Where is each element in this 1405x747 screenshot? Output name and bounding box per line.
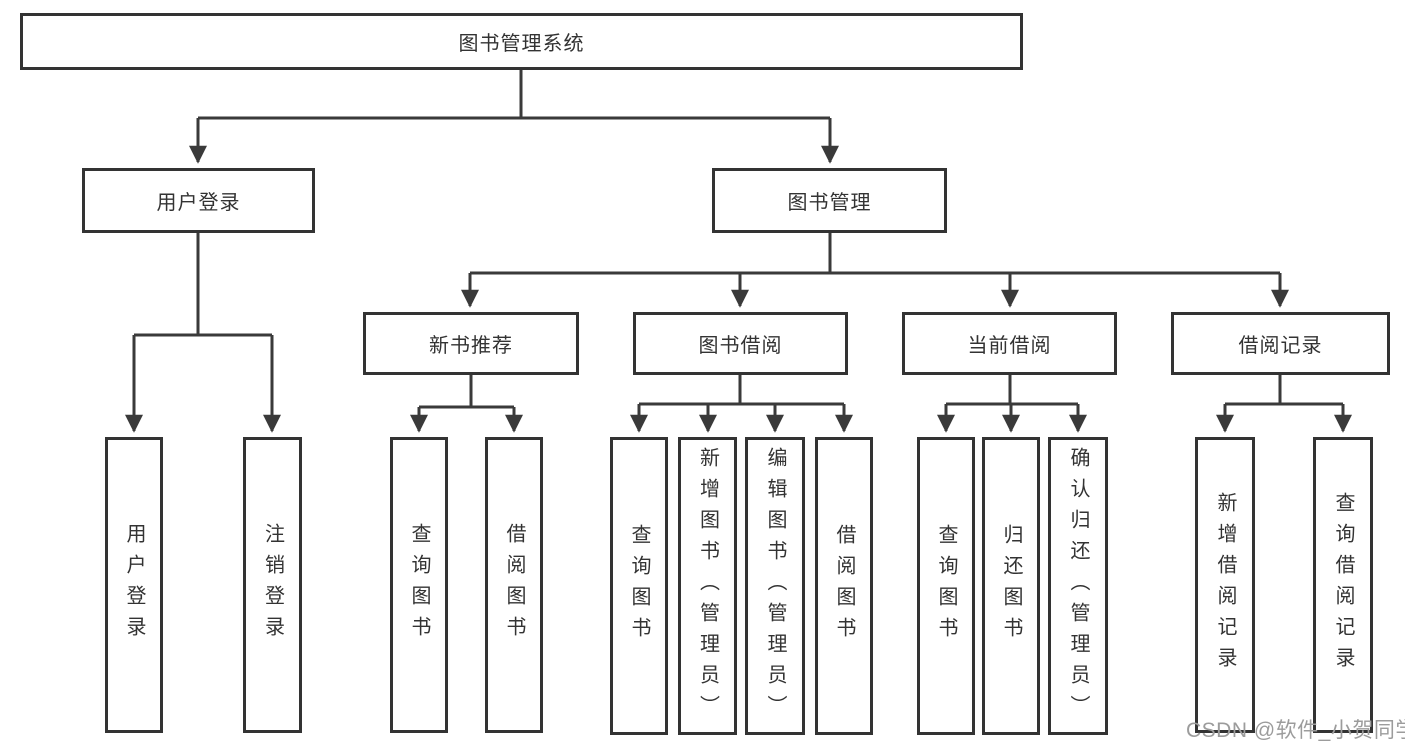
node-label: 归还图书 xyxy=(1000,524,1022,648)
leaf-borrow-books-rec: 借阅图书 xyxy=(485,437,543,733)
node-library-management-system: 图书管理系统 xyxy=(20,13,1023,70)
node-label: 借阅图书 xyxy=(833,524,855,648)
node-label: 注销登录 xyxy=(261,523,284,647)
watermark: CSDN @软件_小贺同学 xyxy=(1186,719,1405,742)
leaf-confirm-return-admin: 确认归还（管理员） xyxy=(1048,437,1108,735)
node-label: 查询图书 xyxy=(408,523,430,647)
leaf-user-login: 用户登录 xyxy=(105,437,163,733)
leaf-borrow-books: 借阅图书 xyxy=(815,437,873,735)
node-book-borrowing: 图书借阅 xyxy=(633,312,848,375)
node-label: 新书推荐 xyxy=(429,335,513,357)
node-label: 借阅图书 xyxy=(503,523,525,647)
node-label: 图书管理 xyxy=(787,192,872,214)
node-label: 新增借阅记录 xyxy=(1214,492,1236,678)
node-label: 查询图书 xyxy=(628,524,650,648)
node-label: 图书借阅 xyxy=(698,335,783,357)
leaf-add-books-admin: 新增图书（管理员） xyxy=(678,437,737,735)
leaf-query-books-rec: 查询图书 xyxy=(390,437,448,733)
node-label: 编辑图书（管理员） xyxy=(764,446,786,726)
leaf-query-books-current: 查询图书 xyxy=(917,437,975,735)
node-current-borrowing: 当前借阅 xyxy=(902,312,1117,375)
leaf-logout: 注销登录 xyxy=(243,437,302,733)
node-label: 新增图书（管理员） xyxy=(696,446,719,726)
node-book-management: 图书管理 xyxy=(712,168,947,233)
node-label: 用户登录 xyxy=(123,523,145,647)
node-new-book-recommend: 新书推荐 xyxy=(363,312,579,375)
node-label: 确认归还（管理员） xyxy=(1067,446,1089,726)
node-borrowing-records: 借阅记录 xyxy=(1171,312,1390,375)
leaf-return-books: 归还图书 xyxy=(982,437,1040,735)
node-label: 查询图书 xyxy=(935,524,957,648)
leaf-edit-books-admin: 编辑图书（管理员） xyxy=(745,437,805,735)
node-label: 借阅记录 xyxy=(1238,335,1323,357)
node-user-login: 用户登录 xyxy=(82,168,315,233)
node-label: 用户登录 xyxy=(156,192,241,214)
leaf-query-borrow-record: 查询借阅记录 xyxy=(1313,437,1373,733)
leaf-add-borrow-record: 新增借阅记录 xyxy=(1195,437,1255,733)
leaf-query-books-borrow: 查询图书 xyxy=(610,437,668,735)
node-label: 当前借阅 xyxy=(967,335,1052,357)
node-label: 图书管理系统 xyxy=(458,33,585,55)
node-label: 查询借阅记录 xyxy=(1332,492,1354,678)
